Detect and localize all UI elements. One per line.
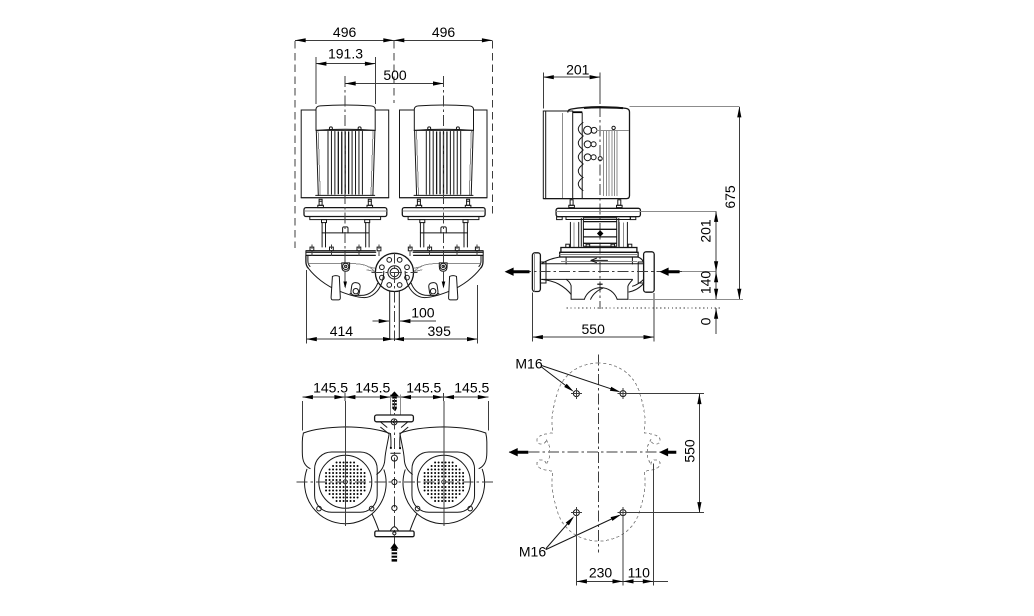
- svg-text:395: 395: [428, 323, 452, 339]
- svg-text:496: 496: [333, 24, 357, 40]
- svg-text:230: 230: [589, 565, 613, 581]
- svg-text:414: 414: [330, 323, 354, 339]
- svg-text:145.5: 145.5: [355, 380, 390, 396]
- svg-text:M16: M16: [515, 355, 542, 371]
- svg-text:550: 550: [582, 321, 606, 337]
- svg-text:500: 500: [383, 67, 407, 83]
- svg-text:550: 550: [682, 439, 698, 463]
- svg-text:201: 201: [698, 219, 714, 243]
- svg-text:201: 201: [566, 61, 590, 77]
- svg-text:110: 110: [628, 565, 651, 581]
- svg-text:496: 496: [432, 24, 456, 40]
- svg-text:145.5: 145.5: [406, 380, 441, 396]
- svg-text:675: 675: [722, 185, 738, 209]
- svg-text:145.5: 145.5: [454, 380, 489, 396]
- svg-text:0: 0: [698, 317, 714, 325]
- svg-text:140: 140: [698, 271, 714, 295]
- svg-text:191.3: 191.3: [328, 46, 363, 62]
- svg-text:100: 100: [411, 305, 435, 321]
- svg-text:145.5: 145.5: [313, 380, 348, 396]
- svg-text:M16: M16: [519, 543, 546, 559]
